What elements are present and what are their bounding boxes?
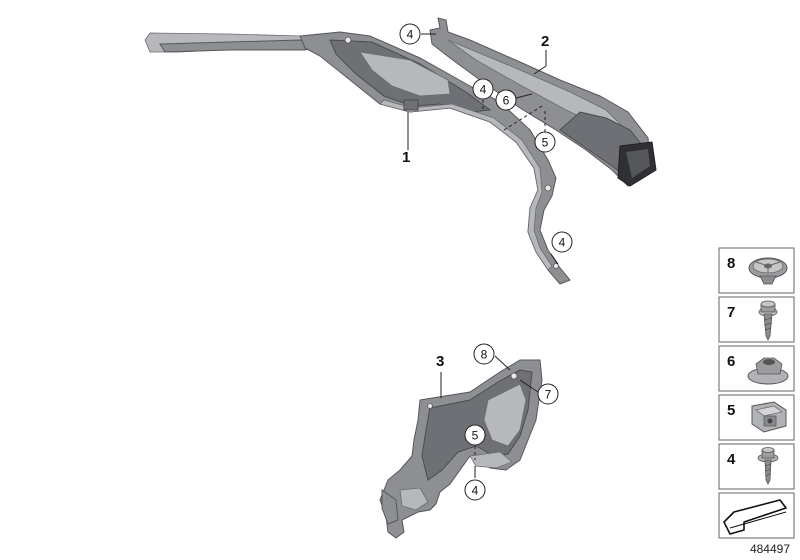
svg-text:7: 7 bbox=[545, 388, 552, 402]
callout-4-lower: 4 bbox=[464, 479, 486, 501]
svg-text:4: 4 bbox=[559, 236, 566, 250]
self-tapping-screw-icon bbox=[757, 447, 779, 485]
svg-text:4: 4 bbox=[727, 451, 736, 468]
callout-7: 7 bbox=[537, 383, 559, 405]
clip-nut-icon bbox=[751, 401, 787, 433]
screw-icon bbox=[758, 300, 778, 341]
svg-text:8: 8 bbox=[727, 255, 735, 272]
svg-text:6: 6 bbox=[503, 94, 510, 108]
svg-text:5: 5 bbox=[727, 402, 735, 419]
legend-item-7: 7 bbox=[718, 296, 795, 343]
svg-text:8: 8 bbox=[481, 348, 488, 362]
label-part-3: 3 bbox=[436, 353, 444, 370]
part-2-air-duct bbox=[429, 17, 657, 187]
svg-text:5: 5 bbox=[542, 136, 549, 150]
callout-4-mid: 4 bbox=[472, 78, 494, 100]
push-rivet-icon bbox=[748, 257, 788, 285]
legend-item-8: 8 bbox=[718, 247, 795, 294]
hex-nut-icon bbox=[747, 357, 789, 385]
legend-footer-symbol bbox=[718, 492, 795, 539]
label-part-1: 1 bbox=[402, 149, 410, 166]
svg-text:6: 6 bbox=[727, 353, 735, 370]
svg-text:7: 7 bbox=[727, 304, 735, 321]
svg-text:4: 4 bbox=[480, 83, 487, 97]
callout-5-lower: 5 bbox=[464, 424, 486, 446]
callout-8: 8 bbox=[473, 343, 495, 365]
document-number: 484497 bbox=[749, 542, 790, 556]
part-1-bracket bbox=[144, 31, 571, 285]
leader-lines bbox=[407, 33, 559, 478]
callout-4-top: 4 bbox=[399, 23, 421, 45]
callout-4-right: 4 bbox=[551, 231, 573, 253]
svg-text:5: 5 bbox=[472, 429, 479, 443]
callout-5-top: 5 bbox=[534, 131, 556, 153]
arrow-symbol-icon bbox=[723, 499, 787, 535]
part-3-bracket bbox=[379, 359, 543, 539]
label-part-2: 2 bbox=[541, 33, 549, 50]
legend-item-5: 5 bbox=[718, 394, 795, 441]
callout-6: 6 bbox=[495, 89, 517, 111]
legend-item-6: 6 bbox=[718, 345, 795, 392]
fastener-legend: 8 7 bbox=[718, 247, 795, 539]
svg-text:4: 4 bbox=[472, 484, 479, 498]
svg-text:4: 4 bbox=[407, 28, 414, 42]
legend-item-4: 4 bbox=[718, 443, 795, 490]
